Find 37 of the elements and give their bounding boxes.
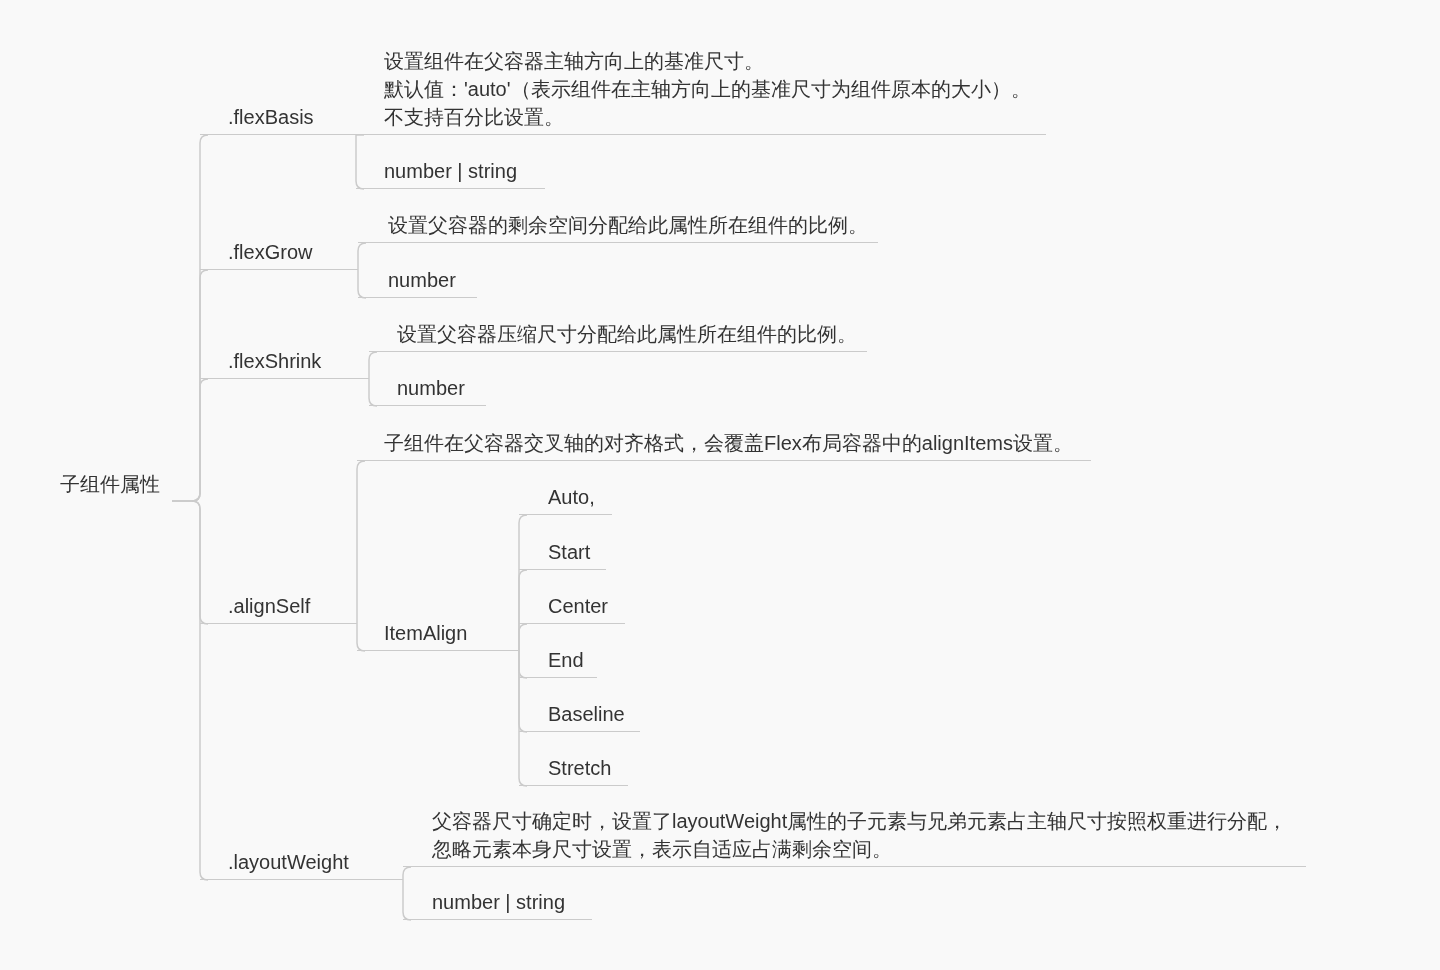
topic-label: .layoutWeight (228, 850, 350, 875)
topic-label: ItemAlign (384, 621, 469, 646)
branch-connector (355, 134, 365, 190)
topic-label: 默认值：'auto'（表示组件在主轴方向上的基准尺寸为组件原本的大小）。 (384, 77, 1032, 102)
branch-connector (356, 460, 366, 625)
topic-label: 不支持百分比设置。 (384, 105, 565, 130)
branch-connector (402, 866, 412, 881)
topic-label: End (548, 648, 585, 673)
topic-label: number | string (432, 890, 567, 915)
topic-label: .alignSelf (228, 594, 312, 619)
topic-label: 子组件属性 (60, 472, 161, 497)
topic-label: 设置组件在父容器主轴方向上的基准尺寸。 (384, 49, 765, 74)
branch-connector (368, 378, 378, 407)
branch-connector (356, 623, 366, 652)
branch-connector (355, 134, 365, 136)
topic-label: 设置父容器压缩尺寸分配给此属性所在组件的比例。 (397, 322, 858, 347)
branch-connector (518, 650, 528, 787)
topic-label: .flexShrink (228, 349, 323, 374)
topic-label: Baseline (548, 702, 626, 727)
branch-connector (402, 879, 412, 921)
topic-label: Stretch (548, 756, 613, 781)
topic-label: Auto, (548, 485, 596, 510)
branch-connector (518, 623, 528, 652)
topic-label: number (388, 268, 457, 293)
branch-connector (357, 242, 367, 271)
topic-label: .flexGrow (228, 240, 314, 265)
topic-label: number (397, 376, 466, 401)
topic-label: 子组件在父容器交叉轴的对齐格式，会覆盖Flex布局容器中的alignItems设置。 (384, 431, 1074, 456)
topic-label: Center (548, 594, 610, 619)
topic-label: 设置父容器的剩余空间分配给此属性所在组件的比例。 (388, 213, 869, 238)
topic-label: .flexBasis (228, 105, 315, 130)
branch-connector (368, 351, 378, 380)
topic-label: Start (548, 540, 592, 565)
topic-label: number | string (384, 159, 519, 184)
branch-connector (171, 500, 209, 881)
branch-connector (357, 269, 367, 299)
topic-label: 父容器尺寸确定时，设置了layoutWeight属性的子元素与兄弟元素占主轴尺寸按照权重进行分配，忽略元素本身尺寸设置，表示自适应占满剩余空间。 (432, 809, 1289, 862)
